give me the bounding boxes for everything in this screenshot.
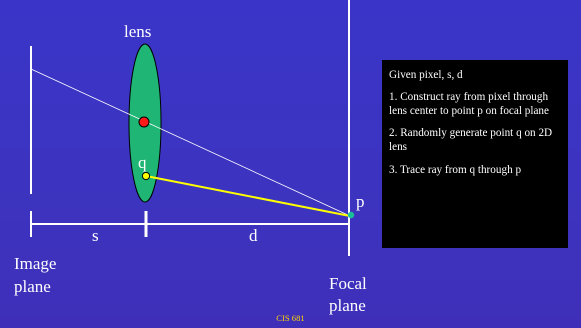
point-q xyxy=(141,171,151,181)
instructions-box: Given pixel, s, d 1. Construct ray from … xyxy=(382,60,568,248)
lens-label: lens xyxy=(124,22,151,41)
q-label: q xyxy=(138,153,147,172)
course-footer: CIS 681 xyxy=(276,313,305,323)
p-label: p xyxy=(356,192,365,211)
instruction-step: 3. Trace ray from q through p xyxy=(389,163,522,176)
lens-center-point xyxy=(138,116,150,128)
focal-plane-label-line2: plane xyxy=(329,296,366,315)
image-plane-label-line1: Image xyxy=(14,254,56,273)
pixel-to-p-ray xyxy=(30,68,351,217)
instructions-heading: Given pixel, s, d xyxy=(389,69,463,81)
instruction-step: 2. Randomly generate point q on 2D lens xyxy=(389,127,553,154)
q-to-p-ray xyxy=(145,175,351,217)
image-plane-label-line2: plane xyxy=(14,277,51,296)
point-p xyxy=(347,211,355,219)
instruction-step: 1. Construct ray from pixel through lens… xyxy=(389,91,549,118)
s-label: s xyxy=(92,226,99,245)
focal-plane-label-line1: Focal xyxy=(329,274,367,293)
d-label: d xyxy=(249,226,258,245)
